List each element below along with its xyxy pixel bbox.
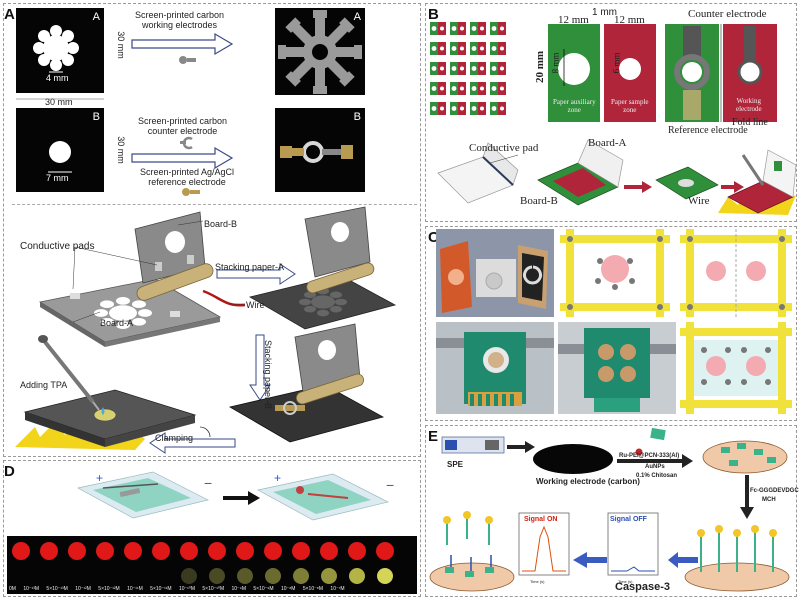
panel-b	[425, 3, 797, 222]
square-tag-a-right: A	[353, 11, 361, 23]
aux-zone-label: Paper auxiliary zone	[553, 98, 596, 114]
device-photo-green-2	[558, 322, 676, 414]
adding-tpa-label: Adding TPA	[20, 380, 68, 390]
counter-reference-board: B	[275, 108, 365, 192]
electrode-schematic-2	[680, 229, 792, 317]
dim-12mm-right: 12 mm	[614, 14, 645, 26]
assembly-illustration	[15, 206, 397, 454]
b-assembly-illustration	[437, 139, 797, 215]
panel-e	[425, 425, 797, 597]
board-b-label-b: Board-B	[520, 195, 558, 207]
stacking-paper-b-label: Stacking paper-B	[263, 340, 273, 410]
fold-line-label: Fold line	[732, 117, 768, 128]
d-plus-sign-1: +	[96, 471, 103, 485]
panel-b-letter: B	[428, 6, 439, 23]
chitosan-label: 0.1% Chitosan	[636, 473, 678, 479]
a-divider	[12, 204, 417, 205]
panel-d	[3, 460, 421, 597]
concentration-labels: 0M 10⁻¹³M 5×10⁻¹³M 10⁻¹²M 5×10⁻¹²M 10⁻¹¹…	[9, 586, 345, 592]
wire-label-b: Wire	[688, 195, 710, 207]
reference-electrode-label: Screen-printed Ag/AgCl reference electro…	[140, 167, 235, 187]
sample-zone-label: Paper sample zone	[611, 98, 649, 114]
ru-pei-label: Ru-PEI@PCN-333(Al)	[619, 453, 680, 459]
square-tag-a: A	[92, 11, 100, 23]
aunps-label: AuNPs	[645, 464, 665, 470]
board-a-label: Board-A	[100, 318, 134, 328]
device-photo-folded	[436, 229, 554, 317]
dim-20mm: 20 mm	[534, 50, 547, 84]
caspase-label: Caspase-3	[615, 581, 671, 593]
reference-electrode-label-b: Reference electrode	[668, 125, 748, 136]
d-minus-sign-2: −	[386, 477, 394, 493]
arrow-right-1	[131, 32, 234, 56]
panel-a-letter: A	[4, 6, 15, 23]
electrode-card	[665, 24, 777, 122]
electrode-icon-gray	[179, 56, 196, 64]
reference-electrode-icon	[182, 188, 200, 196]
d-plus-sign-2: +	[274, 471, 281, 485]
dim-line-bottom	[16, 98, 104, 100]
board-a-label-b: Board-A	[588, 137, 627, 149]
dim-1mm: 1 mm	[592, 7, 617, 18]
working-electrode-board: A	[275, 8, 365, 95]
conductive-pad-label: Conductive pad	[469, 142, 539, 154]
signal-off-x-axis: Time (s)	[618, 579, 633, 584]
square-tag-b: B	[92, 111, 100, 123]
dim-30mm-bottom: 30 mm	[45, 97, 73, 107]
signal-on-x-axis: Time (s)	[530, 579, 545, 584]
mch-label: MCH	[762, 497, 776, 503]
d-device-illustration: + − + −	[77, 471, 394, 521]
dim-6mm: 6 mm	[611, 52, 622, 74]
paper-b-square: B 7 mm	[16, 108, 104, 192]
arrow-right-2	[131, 146, 234, 170]
working-electrodes-label: Screen-printed carbon working electrodes	[135, 10, 225, 30]
dim-12mm-left: 12 mm	[558, 14, 589, 26]
counter-electrode-icon	[180, 136, 193, 150]
conductive-pads-label: Conductive pads	[20, 241, 95, 252]
signal-off-label: Signal OFF	[610, 516, 647, 523]
device-photo-green-1	[436, 322, 554, 414]
paper-zones-zoom	[548, 24, 656, 122]
e-scheme-illustration	[429, 427, 790, 592]
wire-label: Wire	[246, 300, 265, 310]
dim-30mm-right-bottom: 30 mm	[115, 136, 126, 164]
hole-label-7mm: 7 mm	[46, 173, 69, 183]
panel-e-letter: E	[428, 428, 439, 445]
counter-ref-shape	[280, 141, 353, 163]
signal-on-label: Signal ON	[524, 516, 558, 523]
panel-c	[425, 226, 797, 421]
working-electrode-label-b: Working electrode	[736, 97, 762, 113]
clamping-label: Clamping	[155, 433, 194, 443]
panel-a	[3, 3, 421, 457]
paper-tile-grid	[430, 22, 506, 115]
stacking-paper-a-label: Stacking paper-A	[215, 262, 285, 272]
dim-8mm: 8 mm	[550, 52, 561, 74]
spe-label: SPE	[447, 460, 464, 469]
counter-electrode-label: Screen-printed carbon counter electrode	[138, 116, 228, 136]
panel-c-letter: C	[428, 229, 439, 246]
circle-hole-shape	[48, 141, 72, 173]
flower-electrode-shape	[278, 10, 362, 94]
fc-peptide-label: Fc-GGGDEVDGC	[750, 488, 799, 494]
hole-label-4mm: 4 mm	[46, 73, 69, 83]
dim-30mm-right-top: 30 mm	[115, 31, 126, 59]
flower-hole-shape	[33, 25, 79, 73]
counter-electrode-label-b: Counter electrode	[688, 8, 767, 20]
square-tag-b-right: B	[353, 111, 361, 123]
electrode-schematic-1	[560, 229, 670, 317]
board-b-label: Board-B	[204, 219, 238, 229]
ecl-spots	[12, 542, 394, 584]
paper-a-square: A 4 mm	[16, 8, 104, 93]
d-minus-sign-1: −	[204, 475, 212, 491]
panel-d-letter: D	[4, 463, 15, 480]
working-electrode-carbon-label: Working electrode (carbon)	[536, 477, 640, 486]
electrode-schematic-3	[680, 322, 792, 414]
